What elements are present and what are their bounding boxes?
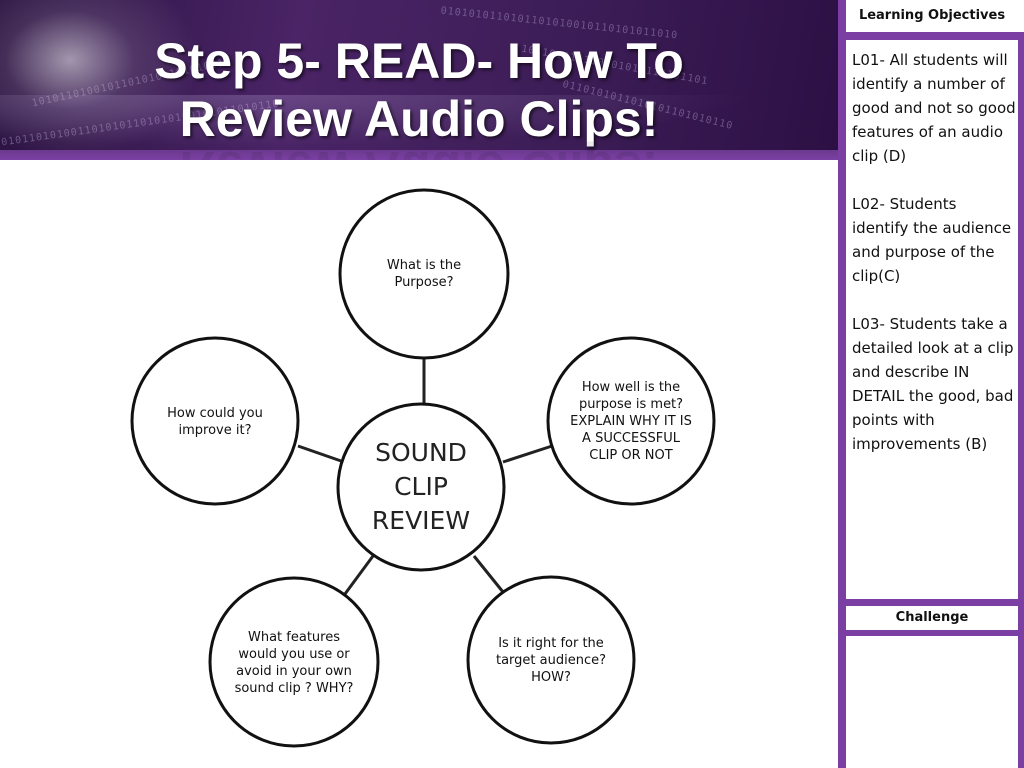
center-label-line3: REVIEW bbox=[371, 506, 471, 535]
connector-bottom-left bbox=[340, 555, 375, 599]
objectives-header-divider bbox=[838, 32, 1024, 40]
objectives-list: L01- All students will identify a number… bbox=[852, 48, 1016, 480]
node-bottom-right-label: Is it right for the target audience? HOW… bbox=[488, 632, 614, 688]
connector-left bbox=[297, 444, 345, 464]
connector-right bbox=[502, 444, 553, 464]
page-title-line1: Step 5- READ- How To bbox=[154, 33, 684, 89]
center-label: SOUND CLIP REVIEW bbox=[351, 434, 491, 540]
node-left-text: How could you improve it? bbox=[167, 406, 263, 438]
challenge-divider-bottom bbox=[838, 630, 1024, 636]
objective-item: L03- Students take a detailed look at a … bbox=[852, 315, 1014, 453]
title-reflection: Review Audio Clips! bbox=[0, 140, 838, 160]
sound-clip-review-diagram: What is the Purpose? How well is the pur… bbox=[0, 160, 838, 768]
center-label-line2: CLIP bbox=[394, 472, 448, 501]
objectives-sidebar bbox=[838, 0, 1024, 768]
sidebar-border-left bbox=[838, 0, 846, 768]
banner-glow bbox=[0, 0, 200, 160]
node-right-label: How well is the purpose is met? EXPLAIN … bbox=[566, 376, 696, 466]
node-bottom-right-text: Is it right for the target audience? HOW… bbox=[495, 635, 606, 685]
challenge-header: Challenge bbox=[895, 610, 969, 625]
banner-bottom-line bbox=[0, 150, 838, 160]
node-right-circle bbox=[546, 336, 716, 506]
node-left-circle bbox=[130, 336, 300, 506]
learning-objectives-header: Learning Objectives bbox=[858, 8, 1006, 23]
challenge-divider-top bbox=[838, 599, 1024, 606]
node-left-label: How could you improve it? bbox=[158, 402, 272, 442]
node-bottom-right-circle bbox=[466, 575, 636, 745]
page-title: Step 5- READ- How To Review Audio Clips! bbox=[0, 32, 838, 148]
diagram-svg bbox=[130, 188, 716, 748]
node-bottom-left-circle bbox=[208, 576, 380, 748]
node-top-label: What is the Purpose? bbox=[374, 254, 474, 294]
node-top-circle bbox=[338, 188, 510, 360]
node-right-text: How well is the purpose is met? EXPLAIN … bbox=[570, 379, 692, 463]
title-reflection-text: Review Audio Clips! bbox=[0, 140, 838, 160]
connector-bottom-right bbox=[472, 555, 505, 593]
node-top-text: What is the Purpose? bbox=[386, 258, 462, 290]
title-banner: 0101101010011010101101010100101011010110… bbox=[0, 0, 838, 160]
page-title-line2: Review Audio Clips! bbox=[179, 91, 659, 147]
center-label-line1: SOUND bbox=[375, 438, 467, 467]
center-circle bbox=[336, 402, 506, 572]
sidebar-border-right bbox=[1018, 38, 1024, 768]
node-bottom-left-text: What features would you use or avoid in … bbox=[234, 630, 354, 696]
node-bottom-left-label: What features would you use or avoid in … bbox=[230, 618, 358, 708]
objective-item: L01- All students will identify a number… bbox=[852, 51, 1016, 165]
banner-wave bbox=[0, 95, 838, 155]
objective-item: L02- Students identify the audience and … bbox=[852, 195, 1012, 285]
